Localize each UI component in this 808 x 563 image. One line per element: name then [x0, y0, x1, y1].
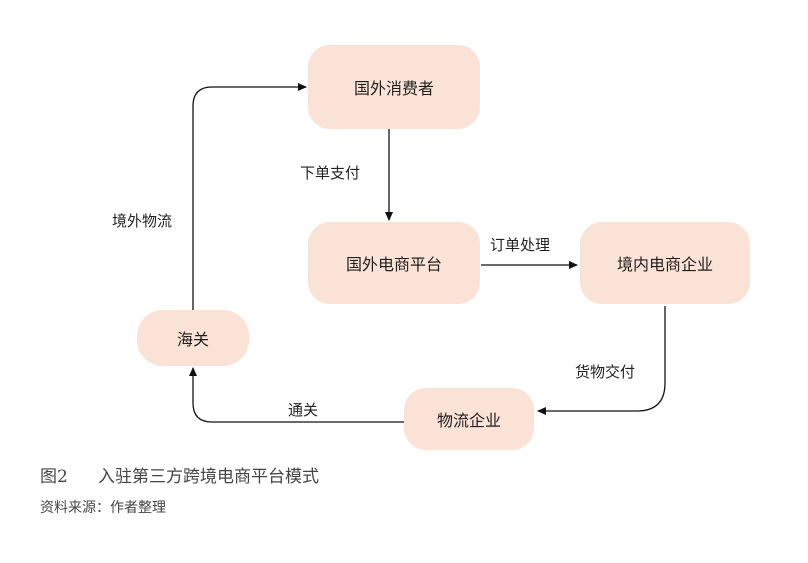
node-customs: 海关 [137, 310, 249, 366]
figure-caption: 图2 入驻第三方跨境电商平台模式 [40, 462, 319, 487]
figure-number: 图2 [40, 467, 68, 487]
arrow-logistics-to-customs [189, 367, 404, 423]
label-cross-border-logistics: 境外物流 [112, 212, 173, 230]
node-domestic-enterprise: 境内电商企业 [580, 222, 750, 304]
node-foreign-consumer: 国外消费者 [308, 45, 480, 129]
figure-source: 资料来源：作者整理 [40, 500, 166, 516]
label-place-order: 下单支付 [300, 164, 361, 182]
figure-title: 入驻第三方跨境电商平台模式 [98, 467, 319, 487]
arrow-enterprise-to-logistics [537, 306, 666, 415]
label-deliver: 货物交付 [575, 363, 636, 381]
label-clearance: 通关 [288, 401, 319, 419]
label-order-processing: 订单处理 [490, 236, 551, 254]
node-logistics: 物流企业 [404, 388, 534, 450]
arrow-customs-to-consumer [192, 83, 307, 310]
node-foreign-platform: 国外电商平台 [308, 222, 480, 304]
